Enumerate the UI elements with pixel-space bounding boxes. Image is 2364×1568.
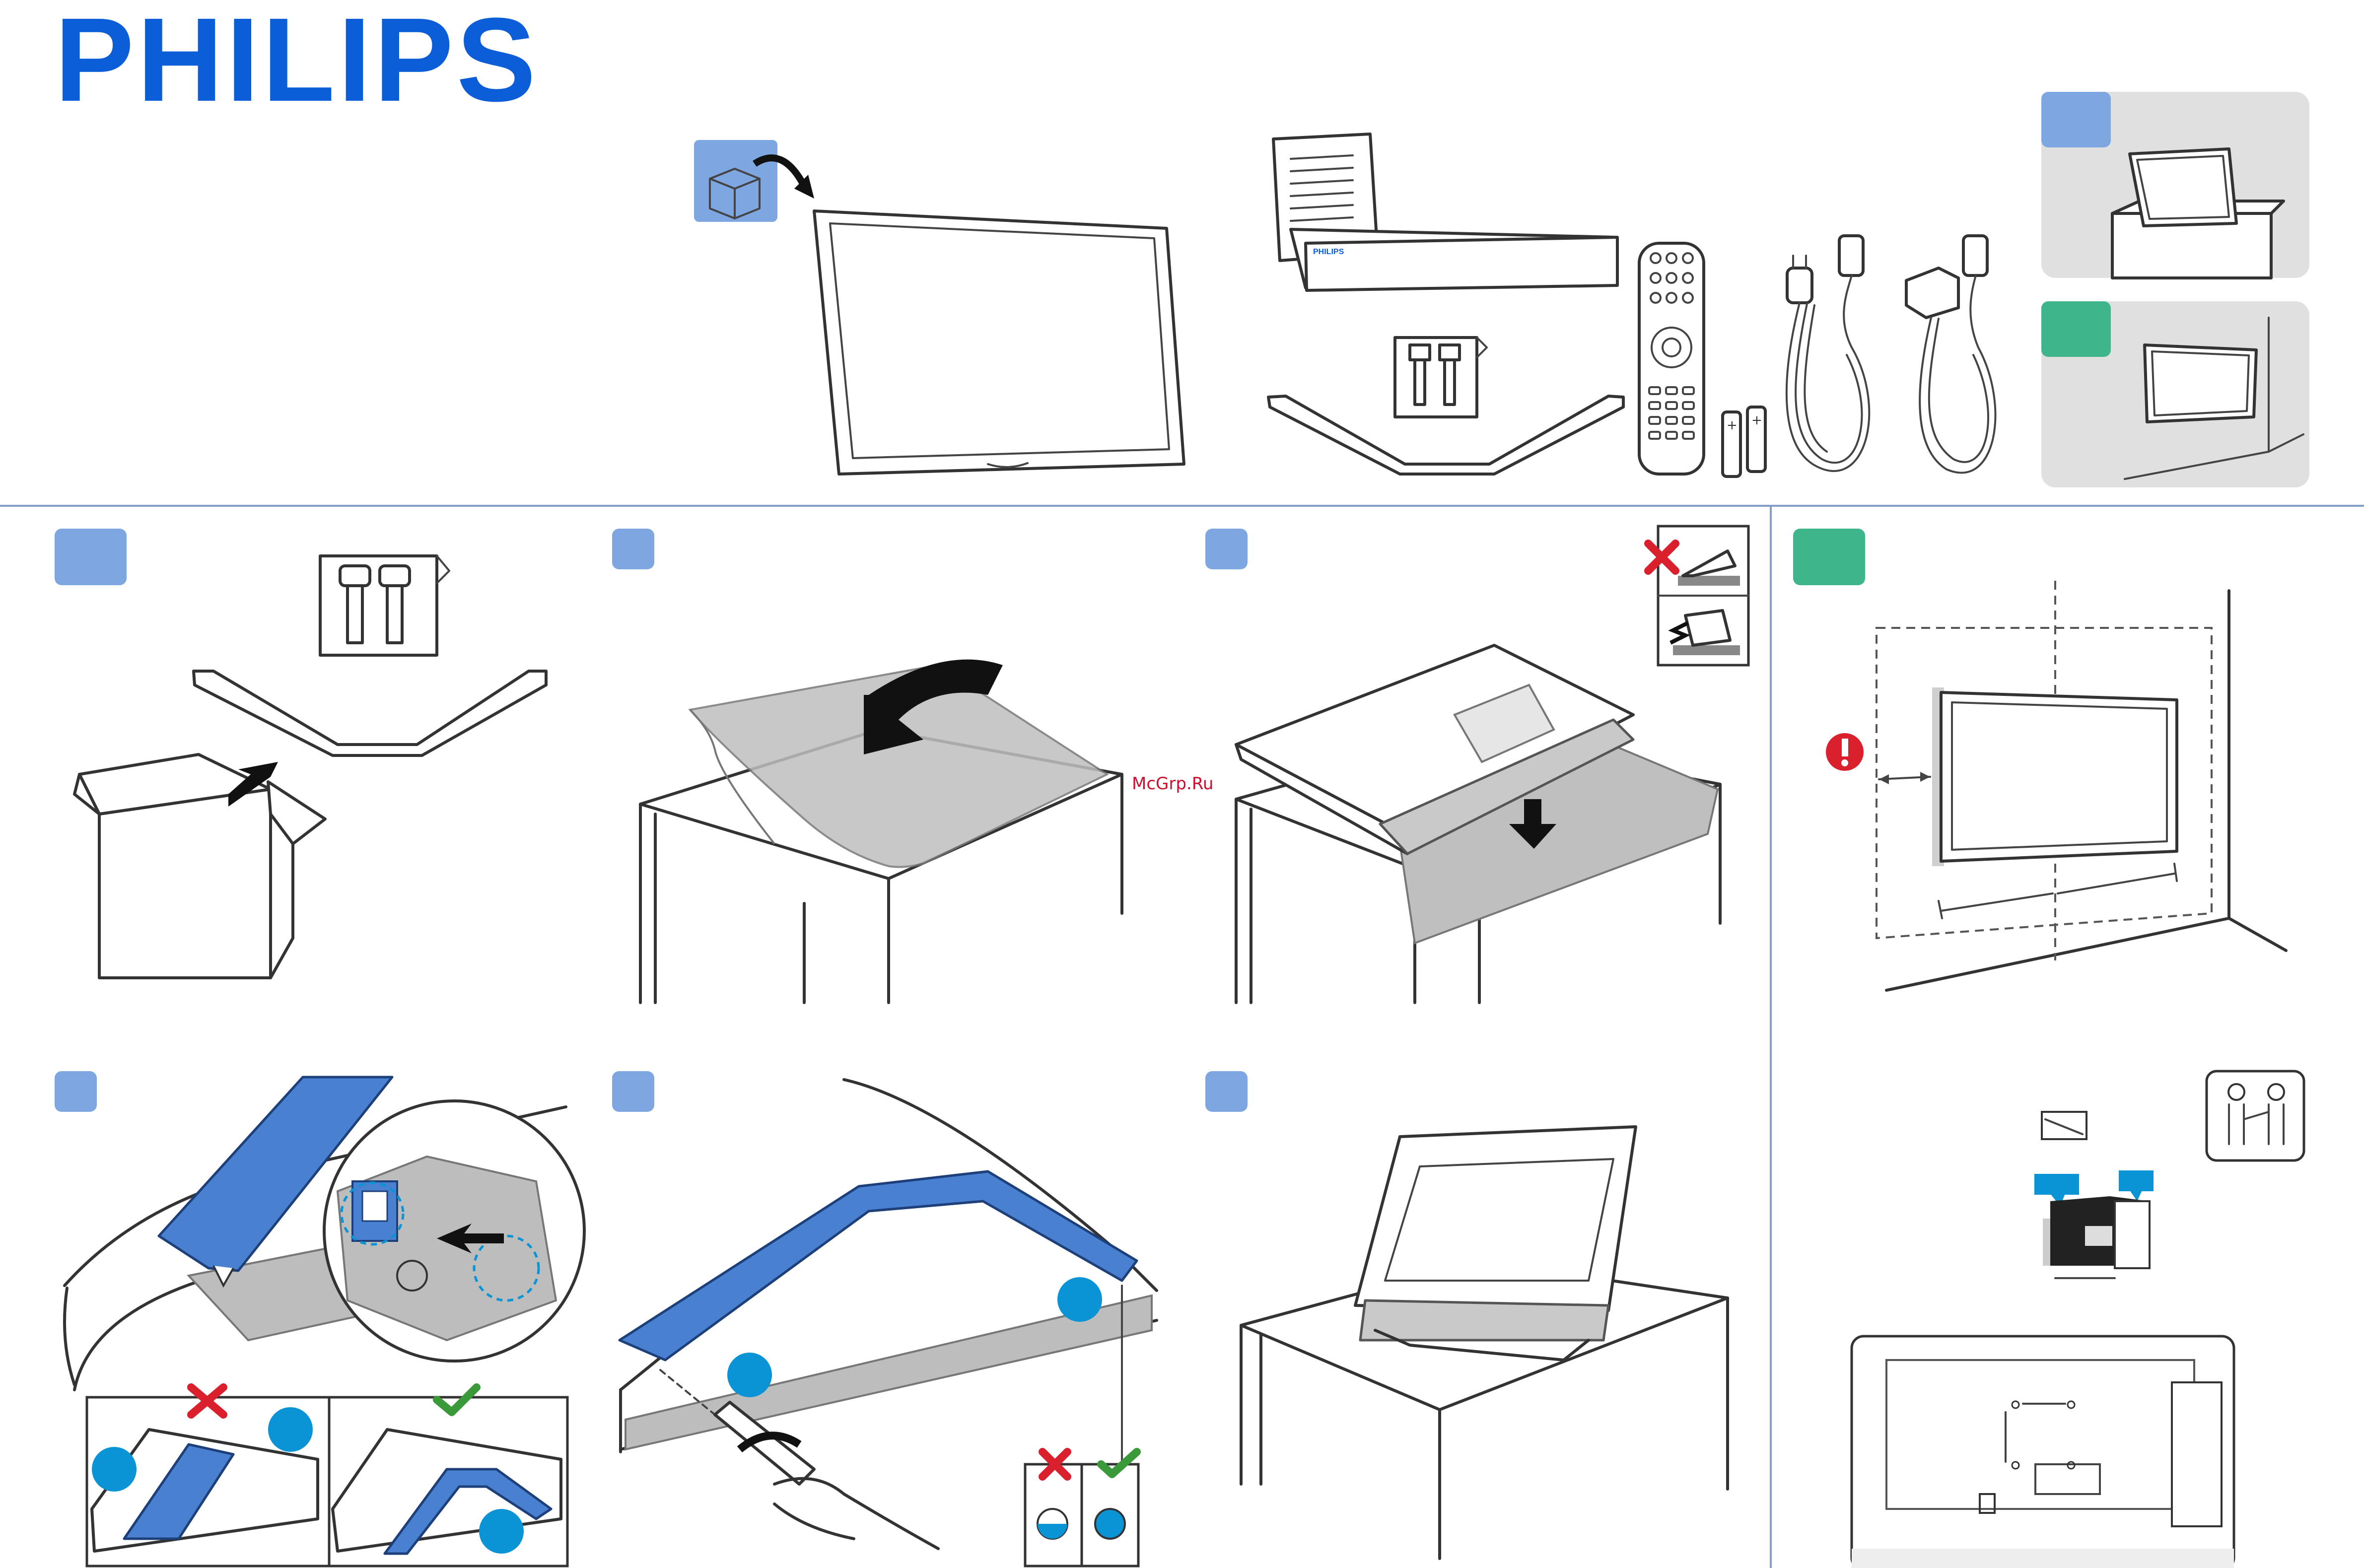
screw-pack [1395,338,1487,417]
step4-inset-panels [87,1387,567,1566]
svg-text:+: + [1727,418,1738,433]
step6-tv-back [1355,1127,1636,1360]
power-cord-uk [1906,236,1995,473]
open-box-icon [694,140,814,222]
exclamation-icon [1826,733,1864,771]
step1-box [74,754,325,978]
step1-stand [194,671,546,755]
step4-magnifier [324,1101,584,1361]
power-cord-eu [1787,236,1869,471]
quick-start-leaflet: PHILIPS [1291,229,1617,290]
leaflet-logo: PHILIPS [1313,248,1344,256]
bracket-diagram [2034,1112,2154,1278]
watermark: McGrp.Ru [1132,774,1213,794]
remote-control [1639,243,1704,474]
wall-mount-diagram [1826,581,2286,990]
tv-front [814,211,1184,474]
step3-hint-box [1648,526,1748,665]
batteries: + + [1723,407,1765,477]
step5-check-panels [1025,1452,1138,1566]
wall-option-illustration [2125,318,2303,479]
step1-screw-pack [320,556,449,655]
step5-tv-edge [621,1080,1157,1452]
svg-text:+: + [1751,413,1762,428]
table-option-illustration [2112,149,2284,278]
tv-back-vesa [1852,1336,2234,1568]
two-people-icon [2207,1071,2304,1160]
